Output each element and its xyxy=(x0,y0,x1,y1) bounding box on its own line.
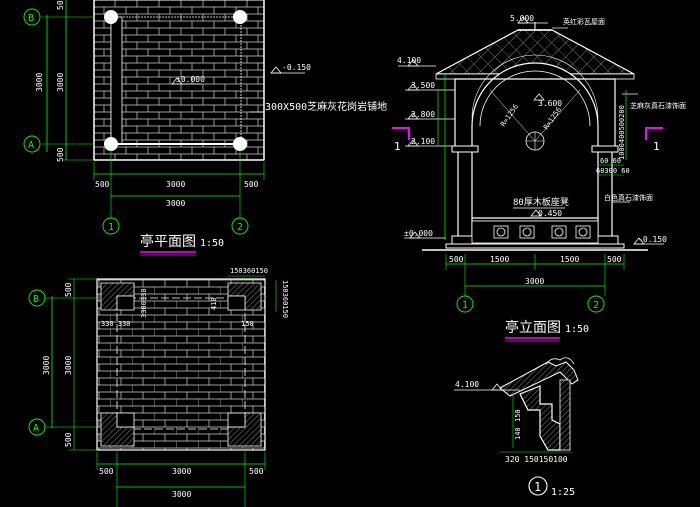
elevation-title: 亭立面图 xyxy=(505,319,561,336)
plan-level-outer: -0.150 xyxy=(282,63,311,72)
elev-dim-b4: 500 xyxy=(607,255,622,264)
elev-dim-col-a: 60 60 xyxy=(600,157,621,165)
elev-axis-2: 2 xyxy=(593,300,599,311)
elevation-scale: 1:50 xyxy=(565,324,589,335)
elev-axis-1: 1 xyxy=(462,300,468,311)
plan-scale: 1:50 xyxy=(200,238,224,249)
detail-scale: 1:25 xyxy=(551,487,575,498)
plan-axis-a-bubble xyxy=(23,135,41,153)
plan-title: 亭平面图 xyxy=(140,233,196,250)
elev-level-eave: 4.100 xyxy=(397,56,421,65)
detail-roof-tiles xyxy=(499,361,579,397)
elev-section-left: 1 xyxy=(394,140,401,153)
elev-dim-right-v: 1000400500200 xyxy=(618,105,626,160)
elev-axis-1-bubble xyxy=(456,295,474,313)
plan-axis-2: 2 xyxy=(237,222,243,233)
plan-dim-bottom-left: 500 xyxy=(95,180,110,189)
foundation-axis-a: A xyxy=(33,423,39,434)
eave-detail-view: 4.100 140 150 320 150150100 1 1:25 xyxy=(454,357,579,498)
foundation-axis-a-bubble xyxy=(28,418,46,436)
elevation-arch-wall xyxy=(454,62,616,151)
foundation-dim-left-mid: 3000 xyxy=(42,356,51,375)
detail-cornice-section xyxy=(519,385,561,451)
plan-column xyxy=(104,10,118,24)
elev-level-ground: -0.150 xyxy=(638,235,667,244)
elev-section-right: 1 xyxy=(653,140,660,153)
foundation-inner-right-1: 410 xyxy=(210,297,218,310)
foundation-dim-left-bot: 500 xyxy=(64,432,73,447)
foundation-plan-view: 150360150 150360150 3300330 330 330 410 … xyxy=(28,267,289,507)
plan-dim-bottom-right: 500 xyxy=(244,180,259,189)
elev-level-2100: 2.100 xyxy=(411,137,435,146)
plan-view: ±0.000 -0.150 300X500芝麻灰花岗岩铺地 B A 500 30… xyxy=(23,0,387,256)
foundation-axis-b-bubble xyxy=(28,289,46,307)
foundation-dim-bottom-total: 3000 xyxy=(172,490,191,499)
elev-dim-b2: 1500 xyxy=(490,255,509,264)
section-marker-right xyxy=(645,127,663,140)
detail-level: 4.100 xyxy=(455,380,479,389)
elev-roof-note: 英红彩瓦屋面 xyxy=(563,17,605,26)
plan-axis-b: B xyxy=(28,13,34,24)
foundation-dim-left-top: 500 xyxy=(64,282,73,297)
elev-dim-total: 3000 xyxy=(525,277,544,286)
plan-axis-2-bubble xyxy=(231,217,249,235)
elev-level-base: ±0.000 xyxy=(404,229,433,238)
plan-dim-bottom-mid: 3000 xyxy=(166,180,185,189)
section-marker-left xyxy=(392,127,410,140)
elev-level-2800: 2.800 xyxy=(411,110,435,119)
foundation-axis-b: B xyxy=(33,294,39,305)
plan-axis-a: A xyxy=(28,140,34,151)
foundation-top-chain: 150360150 xyxy=(230,267,268,275)
plan-column xyxy=(233,137,247,151)
foundation-dim-bottom-left: 500 xyxy=(99,467,114,476)
plan-level-center: ±0.000 xyxy=(176,75,205,84)
plan-dim-left-mid: 3000 xyxy=(35,73,44,92)
detail-dim-v1: 140 xyxy=(514,427,522,440)
elev-base-note: 白色真石漆饰面 xyxy=(604,193,653,202)
elev-level-3500: 3.500 xyxy=(411,81,435,90)
plan-dim-bottom-total: 3000 xyxy=(166,199,185,208)
elev-dim-col-b: 60300 60 xyxy=(596,167,630,175)
foundation-right-chain: 150360150 xyxy=(281,280,289,318)
elev-col-note: 芝麻灰真石漆饰面 xyxy=(630,101,686,110)
detail-dim-v2: 150 xyxy=(514,409,522,422)
elev-arch-r2: R=1256 xyxy=(542,106,563,131)
elev-level-seat: 0.450 xyxy=(538,209,562,218)
plan-paving-note: 300X500芝麻灰花岗岩铺地 xyxy=(265,100,387,113)
elevation-column-left xyxy=(457,149,473,241)
elev-level-arch: 3.600 xyxy=(538,99,562,108)
plan-axis-1-bubble xyxy=(102,217,120,235)
detail-mark-bubble xyxy=(528,476,548,496)
foundation-dim-left-mid-2: 3000 xyxy=(64,356,73,375)
detail-mark: 1 xyxy=(534,480,541,494)
elev-level-top: 5.000 xyxy=(510,14,534,23)
plan-dim-top: 500 xyxy=(56,0,65,10)
elev-arch-r1: R=1256 xyxy=(499,103,520,128)
plan-axis-1: 1 xyxy=(108,222,114,233)
elev-axis-2-bubble xyxy=(587,295,605,313)
elevation-view: 5.000 英红彩瓦屋面 R=1256 R=1256 3.600 xyxy=(392,14,686,342)
elev-dim-b3: 1500 xyxy=(560,255,579,264)
plan-dim-left-bot: 500 xyxy=(56,147,65,162)
foundation-inner-left: 330 330 xyxy=(101,320,131,328)
elev-dim-b1: 500 xyxy=(449,255,464,264)
foundation-left-dims: 3300330 xyxy=(140,288,148,318)
plan-column xyxy=(104,137,118,151)
detail-dim-bottom: 320 150150100 xyxy=(505,455,568,464)
foundation-dim-bottom-right: 500 xyxy=(249,467,264,476)
elev-seat-note: 80厚木板座凳 xyxy=(513,196,569,208)
plan-dim-left-mid-2: 3000 xyxy=(56,73,65,92)
plan-axis-b-bubble xyxy=(23,8,41,26)
foundation-dim-bottom-mid: 3000 xyxy=(172,467,191,476)
plan-column xyxy=(233,10,247,24)
foundation-inner-right-2: 150 xyxy=(241,320,254,328)
